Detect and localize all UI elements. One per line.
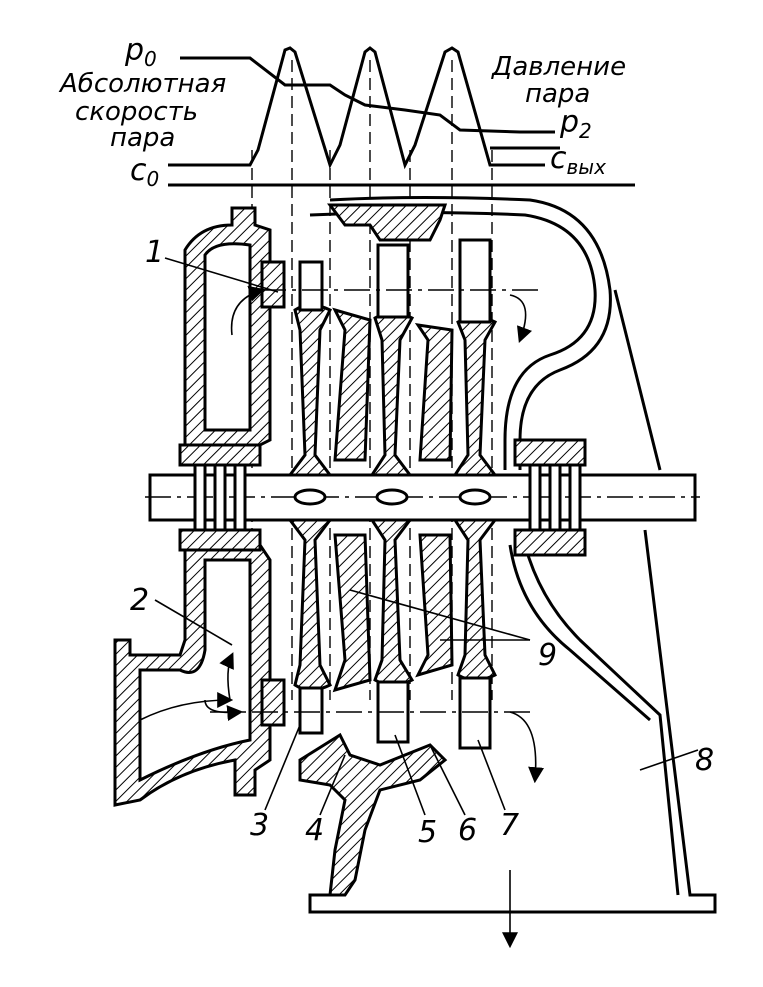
flow-arrow-inlet	[139, 692, 234, 721]
leader-lines	[154, 257, 699, 816]
right-seal-housing-bottom	[513, 528, 587, 557]
pressure-label-1: Давление	[491, 52, 626, 82]
part-labels: 1 2 3 4 5 6 7 8 9	[130, 235, 714, 850]
upper-casing	[327, 203, 448, 242]
disc-2-upper	[369, 311, 415, 477]
turbine-housing	[113, 196, 717, 914]
blade-1-upper	[298, 260, 324, 312]
nozzle-lower	[260, 678, 286, 727]
exhaust-hood	[329, 196, 612, 470]
steam-chest-upper	[183, 206, 272, 452]
key-3	[458, 488, 492, 506]
flow-arrow-upper-inlet	[230, 285, 266, 336]
disc-2-lower	[369, 518, 415, 687]
abs-speed-label-1: Абсолютная	[58, 69, 226, 99]
label-8: 8	[695, 743, 714, 778]
blade-1-lower	[298, 686, 324, 735]
diaphragm-2-lower	[415, 533, 454, 678]
stage-guides	[251, 60, 493, 700]
label-2: 2	[130, 583, 149, 618]
label-4: 4	[305, 813, 324, 848]
diaphragm-2-upper	[414, 323, 454, 462]
flow-arrow-lower-rise	[219, 652, 234, 701]
c0-label: c0	[130, 153, 159, 191]
blade-3-upper	[458, 238, 492, 324]
blades	[260, 238, 492, 750]
p0-label: p0	[124, 33, 157, 71]
left-seal-housing-top	[178, 443, 262, 467]
label-3: 3	[250, 808, 269, 843]
abs-speed-label-3: пара	[110, 123, 175, 153]
label-1: 1	[145, 235, 164, 270]
flow-arrow-lower-entry	[204, 699, 244, 722]
disc-3-lower	[452, 518, 498, 682]
key-1	[293, 488, 327, 506]
disc-3-upper	[452, 315, 498, 477]
flow-arrow-lower-outlet	[509, 711, 545, 784]
disc-1-upper	[287, 303, 333, 477]
right-seal	[528, 463, 582, 532]
flow-arrow-upper-outlet	[509, 294, 532, 343]
disc-1-lower	[287, 518, 333, 692]
p2-label: p2	[559, 105, 592, 143]
blade-2-upper	[376, 243, 410, 319]
key-2	[375, 488, 409, 506]
shaft	[145, 438, 700, 557]
diaphragm-1-lower	[332, 533, 372, 693]
cout-label: cвых	[550, 141, 606, 179]
label-9: 9	[538, 638, 557, 673]
top-labels: p0 Абсолютная скорость пара c0 Давление …	[58, 33, 626, 191]
blade-3-lower	[458, 676, 492, 750]
pressure-curve	[180, 56, 555, 134]
nozzle-upper	[260, 260, 286, 309]
label-7: 7	[500, 808, 519, 843]
left-seal-housing-bottom	[178, 528, 262, 552]
velocity-curve	[168, 46, 545, 170]
right-seal-housing-top	[513, 438, 587, 467]
diaphragm-1-upper	[332, 307, 372, 462]
steam-chest-lower	[113, 543, 272, 807]
rotor-discs	[287, 303, 498, 693]
flow-arrows	[139, 285, 545, 949]
left-seal	[193, 463, 247, 532]
label-6: 6	[458, 813, 477, 848]
pressure-label-2: пара	[525, 79, 590, 109]
abs-speed-label-2: скорость	[75, 97, 198, 127]
label-5: 5	[418, 815, 437, 850]
